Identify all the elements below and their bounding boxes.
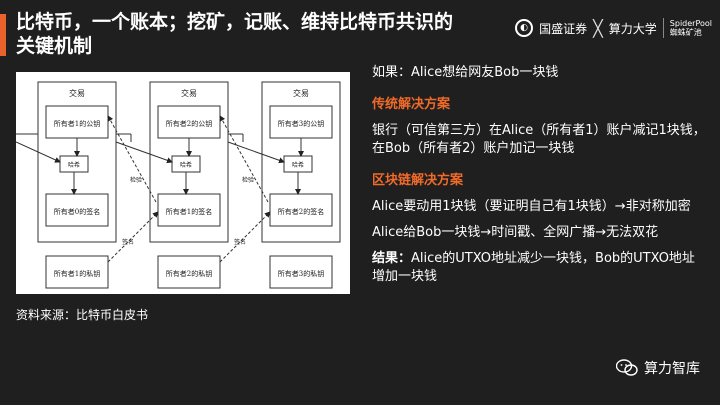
owner1-privkey: 所有者1的私钥 [54, 269, 100, 278]
blockchain-heading: 区块链解决方案 [372, 173, 464, 188]
result-line-1: 结果：Alice的UTXO地址减少一块钱，Bob的UTXO地址 [372, 250, 712, 268]
tx1-label: 交易 [69, 88, 85, 98]
result-text-1: Alice的UTXO地址减少一块钱，Bob的UTXO地址 [411, 251, 695, 266]
spiderpool-logo-en: SpiderPool [669, 19, 712, 28]
content-panel: 如果：Alice想给网友Bob一块钱 传统解决方案 银行（可信第三方）在Alic… [372, 64, 712, 286]
result-line-2: 增加一块钱 [372, 269, 438, 284]
owner2-pubkey: 所有者2的公钥 [166, 119, 212, 128]
traditional-heading: 传统解决方案 [372, 97, 451, 112]
hash1: 哈希 [68, 161, 80, 169]
wechat-name: 算力智库 [644, 361, 700, 377]
hash3: 哈希 [292, 161, 304, 169]
spiderpool-logo: SpiderPool 蜘蛛矿池 [670, 19, 712, 37]
guosheng-logo-text: 国盛证券 [539, 21, 588, 36]
diagram-svg: 交易 交易 交易 所有者1的公钥 所有者2的公钥 所有者3的公钥 哈希 哈希 哈… [15, 81, 341, 289]
result-label: 结果： [372, 251, 412, 266]
spiderpool-logo-cn: 蜘蛛矿池 [669, 28, 702, 37]
wechat-watermark: 算力智库 [615, 358, 700, 378]
logo-divider [662, 18, 664, 38]
partner-x-icon: ╳ [593, 18, 603, 38]
suanli-logo-text: 算力大学 [608, 21, 657, 36]
owner2-privkey: 所有者2的私钥 [166, 269, 212, 278]
transaction-block-3 [261, 81, 341, 243]
blockchain-line-2: Alice给Bob一块钱→时间戳、全网广播→无法双花 [372, 225, 659, 240]
owner2-sig: 所有者2的签名 [278, 207, 324, 216]
tx3-label: 交易 [293, 88, 309, 98]
traditional-line-1: 银行（可信第三方）在Alice（所有者1）账户减记1块钱， [372, 123, 706, 138]
title-accent-bar [0, 14, 6, 56]
bitcoin-transaction-diagram: 交易 交易 交易 所有者1的公钥 所有者2的公钥 所有者3的公钥 哈希 哈希 哈… [15, 72, 350, 294]
transaction-block-2 [149, 81, 229, 243]
hash2: 哈希 [180, 161, 192, 169]
owner3-privkey: 所有者3的私钥 [278, 269, 324, 278]
transaction-block-1 [37, 81, 117, 243]
sign-label-2: 签名 [234, 238, 246, 246]
tx2-label: 交易 [181, 88, 197, 98]
verify-label-2: 检验 [242, 176, 254, 184]
header-logos: ◐ 国盛证券 ╳ 算力大学 SpiderPool 蜘蛛矿池 [515, 14, 712, 42]
intro-text: 如果：Alice想给网友Bob一块钱 [372, 65, 559, 80]
owner1-pubkey: 所有者1的公钥 [54, 119, 100, 128]
sign-label-1: 签名 [122, 238, 134, 246]
wechat-icon [615, 359, 638, 377]
verify-label-1: 检验 [130, 176, 142, 184]
source-caption: 资料来源：比特币白皮书 [16, 308, 149, 322]
traditional-line-2: 在Bob（所有者2）账户加记一块钱 [372, 141, 575, 156]
owner0-sig: 所有者0的签名 [54, 207, 100, 216]
blockchain-line-1: Alice要动用1块钱（要证明自己有1块钱）→非对称加密 [372, 199, 691, 214]
guosheng-logo-icon: ◐ [515, 19, 534, 37]
owner1-sig: 所有者1的签名 [166, 207, 212, 216]
slide-title: 比特币，一个账本；挖矿，记账、维持比特币共识的关键机制 [16, 11, 454, 57]
owner3-pubkey: 所有者3的公钥 [278, 119, 324, 128]
